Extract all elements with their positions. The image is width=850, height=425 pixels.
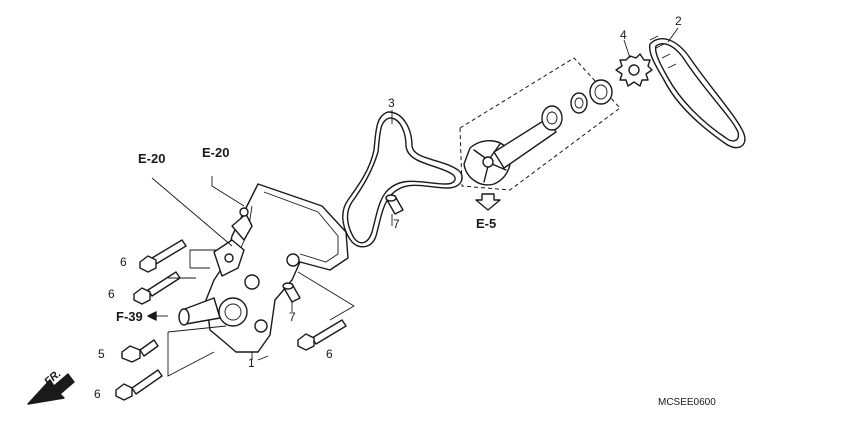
leader-lines (151, 27, 679, 377)
reference-e20-right: E-20 (202, 145, 229, 160)
o-ring (342, 111, 463, 248)
reference-e20-left: E-20 (138, 151, 165, 166)
reference-e5: E-5 (476, 216, 496, 231)
callout-4: 4 (620, 28, 627, 42)
impeller-shaft-assembly (459, 57, 621, 191)
callout-6-middle: 6 (108, 287, 115, 301)
bolt-5 (121, 339, 159, 363)
e5-reference-arrow (475, 193, 501, 211)
f39-reference-arrow (147, 311, 168, 321)
callout-6-lower: 6 (94, 387, 101, 401)
callout-7-upper: 7 (393, 217, 400, 231)
dowel-pin-lower (282, 282, 301, 303)
callout-5: 5 (98, 347, 105, 361)
callout-6-right: 6 (326, 347, 333, 361)
bolt-6-middle (133, 271, 181, 305)
callout-1: 1 (248, 356, 255, 370)
callout-7-lower: 7 (289, 310, 296, 324)
front-direction-arrow (27, 373, 75, 405)
sprocket (615, 53, 653, 87)
diagram-code: MCSEE0600 (658, 397, 716, 408)
callout-2: 2 (675, 14, 682, 28)
bolt-6-lower (115, 369, 163, 401)
water-pump-cover (178, 183, 349, 353)
reference-f39: F-39 (116, 309, 143, 324)
bolt-6-right (297, 319, 347, 351)
bolt-6-upper (139, 239, 187, 273)
callout-6-upper: 6 (120, 255, 127, 269)
dowel-pin-upper (385, 194, 404, 215)
callout-3: 3 (388, 96, 395, 110)
drive-chain (649, 35, 746, 149)
